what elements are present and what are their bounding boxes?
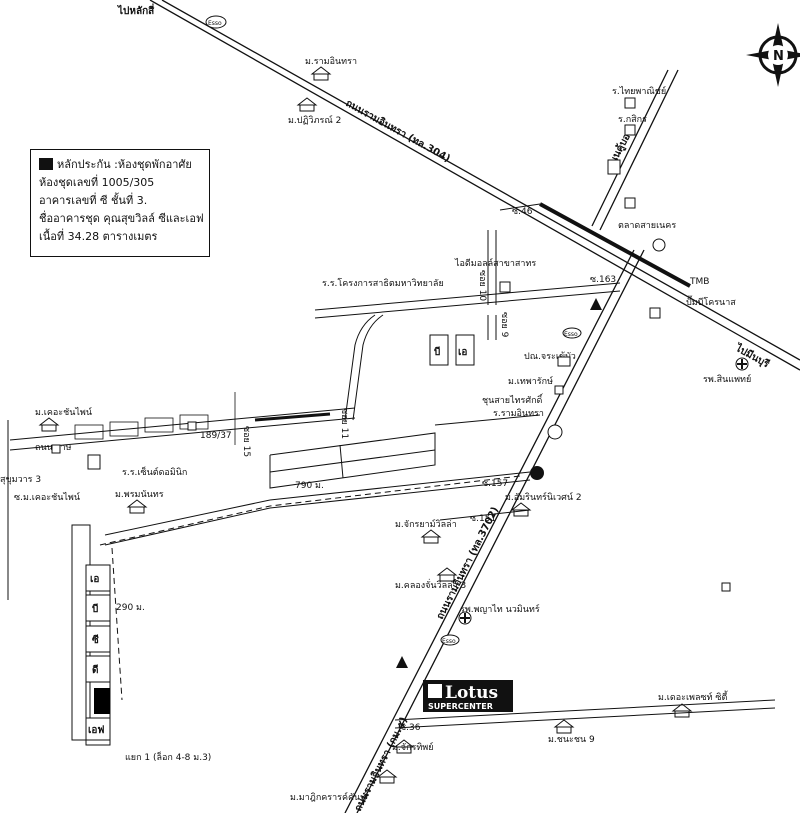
mail-icon xyxy=(557,356,571,367)
legend-box: หลักประกัน :ห้องชุดพักอาศัย ห้องชุดเลขที… xyxy=(30,149,210,257)
label-surin-3: สุขุมวาร 3 xyxy=(0,475,41,485)
house-icon xyxy=(510,502,532,517)
tag-b-west: บี xyxy=(92,603,98,615)
hospital-cross-icon xyxy=(735,357,749,371)
label-school-top: ร.ร.โครงการสาธิตมหาวิทยาลัย xyxy=(322,278,444,289)
label-delight-city: ม.เดอะเพลซท์ ซิตี้ xyxy=(658,690,728,703)
clock-icon xyxy=(652,238,666,252)
soi-46-label: ซ.46 xyxy=(512,207,533,217)
label-thai-panich: ร.ไทยพาณิชย์ xyxy=(612,85,666,97)
label-jakrawan: ม.จักรยาม์วิลล่า xyxy=(395,518,457,530)
collateral-marker xyxy=(94,688,110,714)
house-icon xyxy=(310,66,332,81)
label-kasikorn: ร.กสิกร xyxy=(618,114,647,125)
condo-building-tags: เอ บี ซี ดี เอฟ xyxy=(85,564,111,741)
tag-f-west: เอฟ xyxy=(88,724,105,736)
shell-icon xyxy=(547,424,563,440)
legend-title: หลักประกัน :ห้องชุดพักอาศัย xyxy=(57,158,192,171)
label-mahasin: ม.มาฎิกครารค์คันท์ xyxy=(290,791,366,803)
house-icon xyxy=(436,567,458,582)
legend-swatch xyxy=(39,158,53,170)
house-icon xyxy=(296,97,318,112)
tag-a-center: เอ xyxy=(458,347,467,358)
logo-icon xyxy=(530,466,544,480)
house-icon xyxy=(126,499,148,514)
house-icon xyxy=(376,769,398,784)
house-icon xyxy=(38,417,60,432)
soi-157-road xyxy=(269,432,436,489)
khubon-road xyxy=(591,69,679,231)
esso-label-top: Esso xyxy=(208,20,222,27)
road-label-ramintra: ถนนรามอินทรา (ทล.304) xyxy=(344,97,453,165)
soi-11-label: ซอย 11 xyxy=(339,408,349,439)
soi-157-label: ซ.157 xyxy=(482,479,508,489)
north-label: N xyxy=(773,49,784,64)
soi-36-label: ซ.36 xyxy=(400,723,421,733)
seven-eleven-icon xyxy=(87,159,621,470)
house-icon xyxy=(553,719,575,734)
curve-road xyxy=(344,314,376,421)
legend-unit: ห้องชุดเลขที่ 1005/305 xyxy=(39,176,155,189)
buildings-center: บี เอ xyxy=(429,334,475,366)
ramintra-road xyxy=(149,0,800,371)
gas-station-icon xyxy=(396,298,602,668)
soi-36-road xyxy=(394,699,776,729)
lotus-logo: Lotus SUPERCENTER xyxy=(423,680,513,712)
label-hospital-phyathai: รพ.พญาไท นวมินทร์ xyxy=(460,603,540,615)
legend-project: ชื่ออาคารชุด คุณสุขวิลล์ ซีและเอฟ xyxy=(39,212,204,225)
lotus-brand: Lotus xyxy=(445,683,498,703)
soi-163-road xyxy=(314,282,621,319)
label-pump: ปั๊มบีโครนาส xyxy=(686,295,736,308)
label-kao-kaew: ม.เคอะชันไพน์ xyxy=(35,406,92,418)
road-label-north: ไปหลักสี่ xyxy=(117,3,155,17)
tag-a-west: เอ xyxy=(90,574,99,585)
soi-15-label: ซอย 15 xyxy=(241,426,251,457)
soi-10-label: ซอย 10 xyxy=(477,270,487,301)
soi-9-label: ซอย 9 xyxy=(499,312,509,338)
label-sup-9: ม.ชนะชน 9 xyxy=(548,735,595,745)
tag-d-west: ดี xyxy=(92,664,99,676)
label-tmb: TMB xyxy=(689,277,709,287)
soi-163-label: ซ.163 xyxy=(590,275,616,285)
lotus-sub: SUPERCENTER xyxy=(428,702,493,711)
house-icon xyxy=(420,529,442,544)
label-talad-sai-nakorn: ตลาดสายเนคร xyxy=(618,221,676,231)
distance-290-label: 290 ม. xyxy=(116,603,145,613)
house-icon xyxy=(671,703,693,718)
house-icon xyxy=(393,739,415,754)
label-jakrathip: ม.จักรทิพย์ xyxy=(392,741,434,753)
label-uthai-niwet: ม.อัมรินทร์นิเวศน์ 2 xyxy=(505,491,582,503)
main-south-road xyxy=(344,249,645,813)
label-village-nai: ม.เทพารักษ์ xyxy=(508,375,553,387)
esso-label-bottom: Esso xyxy=(442,638,456,645)
label-paruwit-2: ม.ปฏิวิภรณ์ 2 xyxy=(288,114,341,126)
label-hospital-east: รพ.สินแพทย์ xyxy=(703,373,751,385)
label-school-main: ร.ร.เซ็นต์ดอมินิก xyxy=(122,465,187,478)
soi-151-label: ซ.151 xyxy=(470,514,496,524)
tag-c-west: ซี xyxy=(92,634,99,646)
footnote: แยก 1 (ล็อก 4-8 ม.3) xyxy=(125,750,211,763)
soi-189-label: 189/37 xyxy=(200,431,232,441)
label-sun-thorn: ชุนสายไทรศักดิ์ xyxy=(482,393,544,406)
hospital-cross-icon xyxy=(458,611,472,625)
label-village-prai: ม.พรมนันทร xyxy=(115,490,164,500)
label-post-office: ปณ.จระเข้บัว xyxy=(524,351,576,362)
west-road xyxy=(9,407,356,451)
legend-building: อาคารเลขที่ ซี ชั้นที่ 3. xyxy=(39,194,148,207)
north-compass-icon xyxy=(746,23,800,87)
label-ramintra-village: ม.รามอินทรา xyxy=(305,56,357,67)
distance-790-label: 790 ม. xyxy=(295,481,324,491)
label-theresa-tang: ซ.ม.เคอะชันไพน์ xyxy=(14,491,80,503)
label-idea-school: ไอดีมอลล์สาขาสาทร xyxy=(454,257,536,269)
esso-icon xyxy=(205,15,582,646)
label-raman: ร.รามอินทรา xyxy=(493,408,544,419)
label-klong-villa: ม.คลองจั่นวิลล่า 3 xyxy=(395,578,466,591)
legend-area: เนื้อที่ 34.28 ตารางเมตร xyxy=(39,230,158,243)
route-dashed xyxy=(99,475,521,546)
tag-b-center: บี xyxy=(434,346,440,358)
esso-label-mid: Esso xyxy=(564,331,578,338)
soi-10-road xyxy=(487,230,497,340)
